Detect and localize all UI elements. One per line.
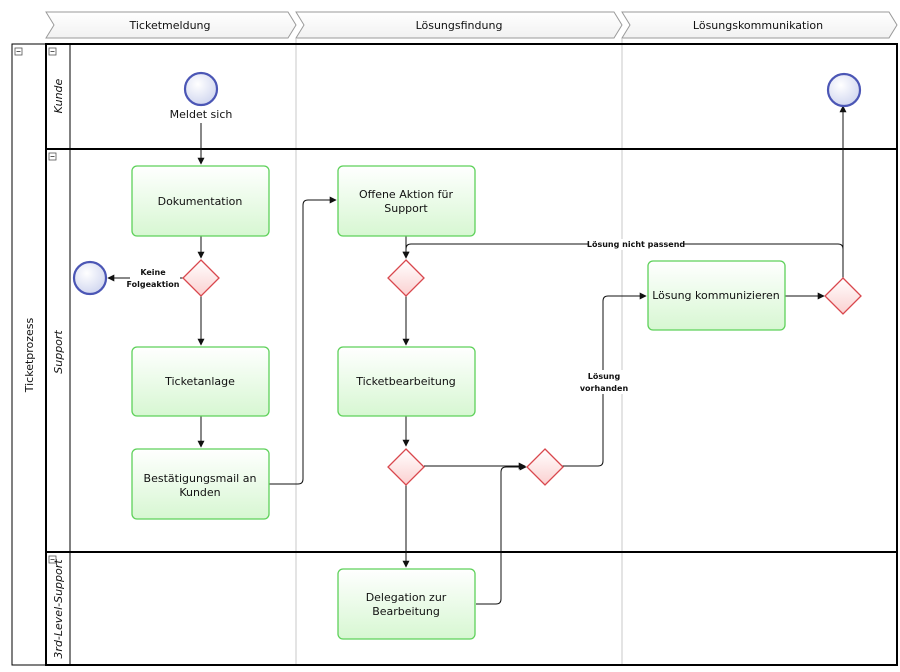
lane-support[interactable]: Support (48, 149, 71, 552)
svg-text:Lösung nicht passend: Lösung nicht passend (587, 240, 686, 249)
task-label: Lösung kommunizieren (652, 289, 780, 302)
phase-label: Lösungskommunikation (693, 19, 823, 32)
event-label: Meldet sich (170, 108, 233, 121)
flow-mail-to-offene-aktion[interactable] (269, 196, 337, 485)
svg-text:vorhanden: vorhanden (580, 384, 629, 393)
gateway-merge[interactable] (526, 448, 564, 486)
event-end-kunde[interactable] (826, 72, 862, 108)
task-label: Ticketbearbeitung (355, 375, 456, 388)
event-end-support[interactable] (72, 260, 108, 296)
task-label: Kunden (179, 486, 220, 499)
phase-label: Lösungsfindung (416, 19, 503, 32)
svg-text:Folgeaktion: Folgeaktion (126, 280, 179, 289)
phase-header-loesungskommunikation[interactable]: Lösungskommunikation (621, 11, 898, 39)
phase-header-ticketmeldung[interactable]: Ticketmeldung (45, 11, 297, 39)
task-ticketanlage[interactable]: Ticketanlage (131, 346, 270, 417)
edge-label-loesung-vorhanden: Lösung vorhanden (580, 370, 629, 394)
task-label: Offene Aktion für (359, 188, 454, 201)
task-bestaetigungsmail[interactable]: Bestätigungsmail an Kunden (131, 448, 270, 520)
flow-delegation-to-merge[interactable] (476, 463, 527, 605)
task-label: Delegation zur (366, 591, 447, 604)
task-label: Dokumentation (158, 195, 243, 208)
phase-header-loesungsfindung[interactable]: Lösungsfindung (295, 11, 623, 39)
task-label: Bestätigungsmail an (144, 472, 257, 485)
lane-third-level-support[interactable]: 3rd-Level-Support (48, 552, 71, 665)
task-label: Support (384, 202, 428, 215)
gateway-loesung-passend[interactable] (824, 277, 862, 315)
event-start-meldet-sich[interactable]: Meldet sich (168, 71, 234, 121)
end-event-icon[interactable] (72, 260, 108, 296)
phase-label: Ticketmeldung (129, 19, 211, 32)
lane-label: Kunde (52, 78, 65, 113)
task-delegation[interactable]: Delegation zur Bearbeitung (337, 568, 476, 640)
task-dokumentation[interactable]: Dokumentation (131, 165, 270, 237)
lane-kunde[interactable]: Kunde (48, 44, 71, 149)
start-event-icon[interactable] (183, 71, 219, 107)
lane-label: Support (52, 330, 65, 374)
gateway-folgeaktion[interactable] (182, 259, 220, 297)
lane-label: 3rd-Level-Support (52, 559, 65, 659)
task-ticketbearbeitung[interactable]: Ticketbearbeitung (337, 346, 476, 417)
edge-label-keine-folgeaktion: Keine Folgeaktion (126, 266, 180, 290)
end-event-icon[interactable] (826, 72, 862, 108)
edge-label-loesung-nicht-passend: Lösung nicht passend (587, 239, 686, 250)
task-offene-aktion[interactable]: Offene Aktion für Support (337, 165, 476, 237)
gateway-ticketbearbeitung[interactable] (387, 448, 425, 486)
sequence-flows (107, 105, 847, 605)
gateway-offene-aktion[interactable] (387, 259, 425, 297)
task-label: Ticketanlage (164, 375, 235, 388)
svg-text:Lösung: Lösung (588, 372, 621, 381)
svg-text:Keine: Keine (140, 268, 166, 277)
task-loesung-kommunizieren[interactable]: Lösung kommunizieren (647, 260, 786, 331)
pool-label: Ticketprozess (23, 317, 36, 393)
task-label: Bearbeitung (372, 605, 440, 618)
pool-ticketprozess[interactable]: Ticketprozess (11, 43, 898, 666)
